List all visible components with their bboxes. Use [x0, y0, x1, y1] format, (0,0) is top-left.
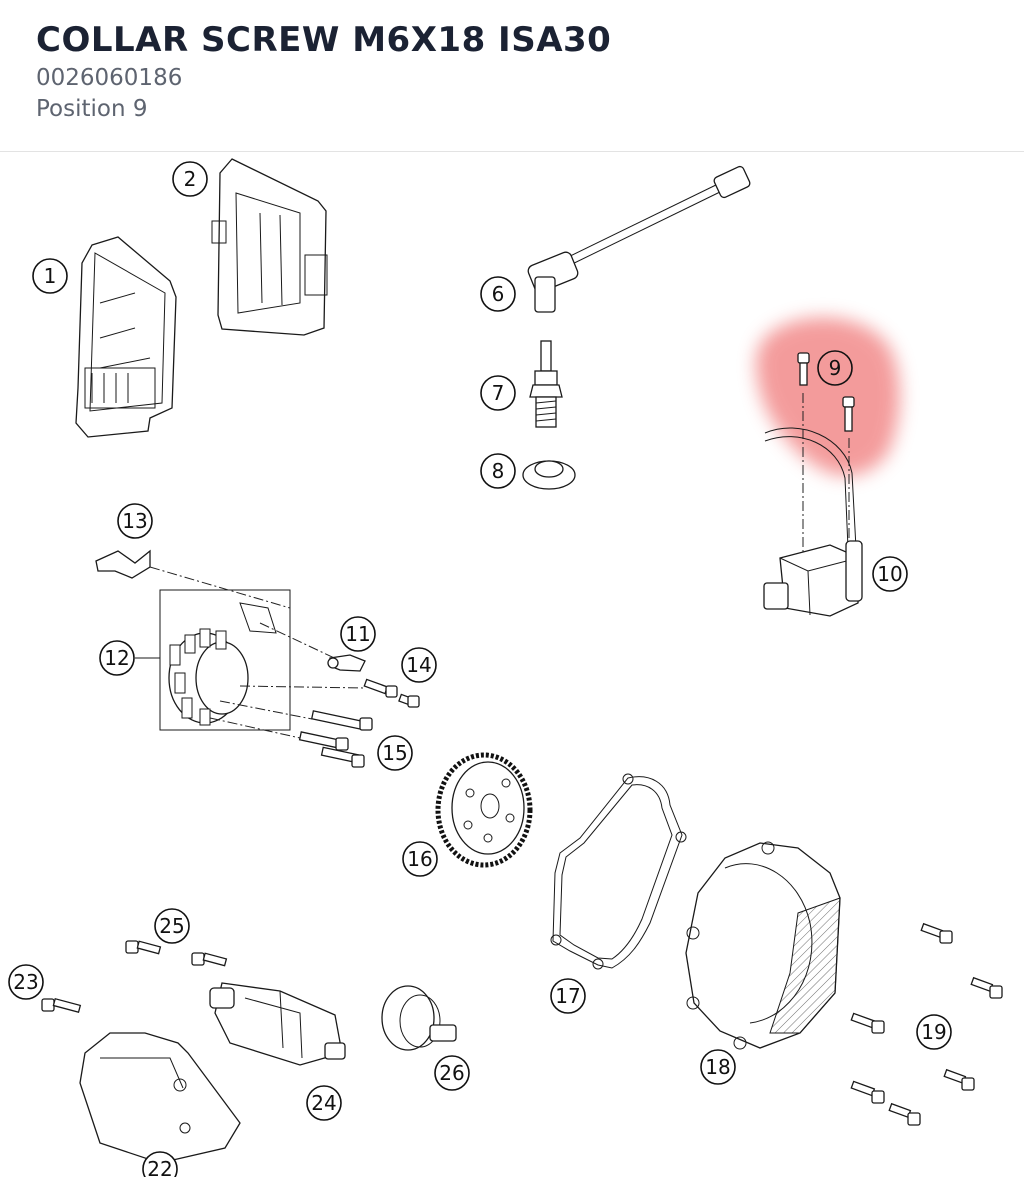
svg-text:1: 1 [44, 264, 57, 288]
callout-16[interactable]: 16 [402, 841, 438, 877]
part-17-gasket-drawing [550, 773, 687, 970]
callout-12[interactable]: 12 [99, 640, 135, 676]
part-10-ignition-coil-drawing [763, 393, 863, 617]
highlight-area [756, 317, 900, 476]
callout-10[interactable]: 10 [872, 556, 908, 592]
part-7-spark-plug-drawing [529, 340, 563, 428]
position-label: Position 9 [36, 96, 148, 122]
part-13-cable-guide-drawing [95, 549, 346, 664]
callout-19[interactable]: 19 [916, 1014, 952, 1050]
svg-text:18: 18 [705, 1055, 730, 1079]
part-14-screw-drawing [239, 678, 420, 708]
part-23-screw-drawing [41, 997, 82, 1014]
part-number: 0026060186 [36, 65, 183, 91]
svg-text:10: 10 [877, 562, 902, 586]
callout-18[interactable]: 18 [700, 1049, 736, 1085]
exploded-parts-diagram: 1 2 6 7 8 9 10 11 12 13 14 15 16 17 18 1… [0, 153, 1024, 1177]
callout-22[interactable]: 22 [142, 1151, 178, 1177]
part-15-screw-drawing [209, 700, 373, 768]
svg-text:7: 7 [492, 381, 505, 405]
svg-text:6: 6 [492, 282, 505, 306]
svg-text:19: 19 [921, 1020, 946, 1044]
svg-text:23: 23 [13, 970, 38, 994]
part-26-starter-drive-drawing [381, 985, 457, 1051]
part-title: COLLAR SCREW M6X18 ISA30 [36, 20, 612, 60]
svg-text:8: 8 [492, 459, 505, 483]
svg-text:17: 17 [555, 984, 580, 1008]
svg-text:11: 11 [345, 622, 370, 646]
svg-text:22: 22 [147, 1157, 172, 1177]
callout-9-highlighted[interactable]: 9 [817, 350, 853, 386]
svg-text:26: 26 [439, 1061, 464, 1085]
callout-14[interactable]: 14 [401, 647, 437, 683]
part-8-seal-drawing [522, 460, 576, 490]
callout-8[interactable]: 8 [480, 453, 516, 489]
svg-text:25: 25 [159, 914, 184, 938]
svg-text:12: 12 [104, 646, 129, 670]
part-25-screws-drawing [125, 940, 228, 967]
part-9-collar-screw-drawing [797, 352, 855, 432]
callout-23[interactable]: 23 [8, 964, 44, 1000]
svg-text:9: 9 [829, 356, 842, 380]
callout-2[interactable]: 2 [172, 161, 208, 197]
part-16-flywheel-drawing [435, 752, 533, 868]
callout-13[interactable]: 13 [117, 503, 153, 539]
callout-17[interactable]: 17 [550, 978, 586, 1014]
svg-text:14: 14 [406, 653, 431, 677]
part-11-clamp-drawing [327, 654, 366, 672]
svg-text:16: 16 [407, 847, 432, 871]
part-22-starter-guard-drawing [79, 1032, 241, 1164]
part-19-screws-drawing [850, 922, 1003, 1126]
svg-text:2: 2 [184, 167, 197, 191]
part-6-ignition-cable-drawing [527, 165, 751, 313]
callout-11[interactable]: 11 [340, 616, 376, 652]
callout-6[interactable]: 6 [480, 276, 516, 312]
callout-24[interactable]: 24 [306, 1085, 342, 1121]
part-24-starter-motor-drawing [209, 982, 346, 1066]
part-12-stator-drawing [135, 589, 291, 731]
part-2-ecu-drawing [211, 158, 328, 336]
part-1-ecu-drawing [75, 236, 177, 438]
callout-7[interactable]: 7 [480, 375, 516, 411]
callout-15[interactable]: 15 [377, 735, 413, 771]
callout-26[interactable]: 26 [434, 1055, 470, 1091]
svg-text:13: 13 [122, 509, 147, 533]
svg-text:15: 15 [382, 741, 407, 765]
part-header: COLLAR SCREW M6X18 ISA30 0026060186 Posi… [0, 0, 1024, 152]
part-18-ignition-cover-drawing [685, 841, 841, 1050]
callout-25[interactable]: 25 [154, 908, 190, 944]
svg-text:24: 24 [311, 1091, 336, 1115]
callout-1[interactable]: 1 [32, 258, 68, 294]
